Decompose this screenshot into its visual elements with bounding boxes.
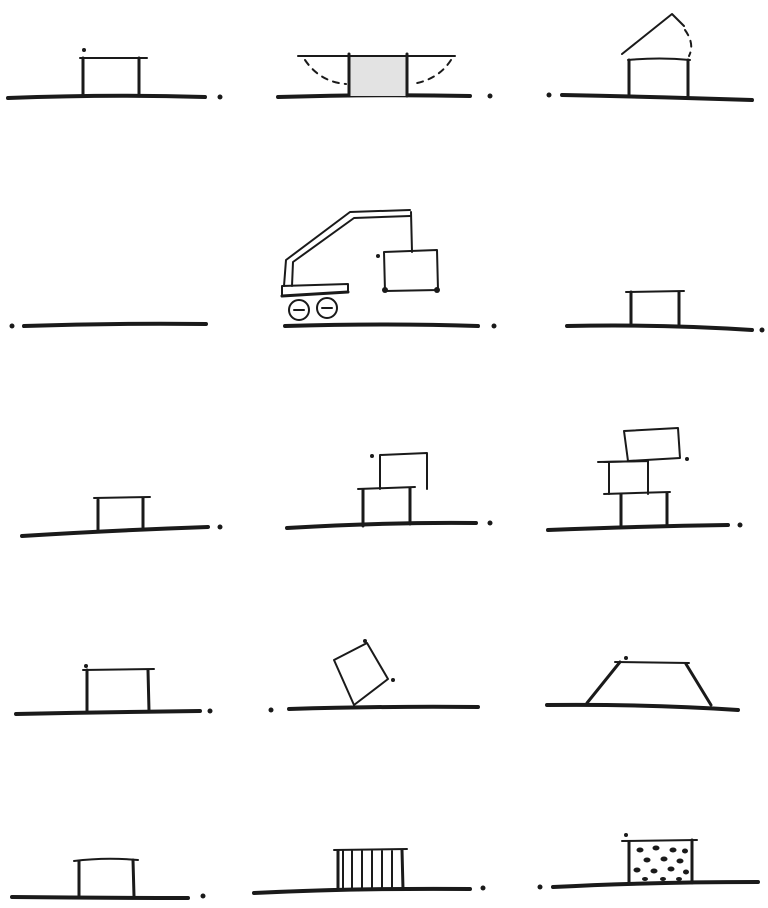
ground-end-dot — [208, 709, 213, 714]
ground-end-dot — [738, 523, 743, 528]
box-roof — [628, 59, 690, 61]
ground-line — [24, 324, 206, 326]
ground-end-dot — [760, 328, 765, 333]
ground-start-dot — [10, 324, 15, 329]
corner-dot — [624, 656, 628, 660]
sketch-box-lifted-roof — [547, 14, 753, 100]
corner-dot — [82, 48, 86, 52]
sketch-trapezoid — [547, 656, 738, 710]
sketch-filled-box-overhang — [278, 54, 493, 99]
ground-line — [553, 882, 758, 887]
crane-chassis — [282, 292, 348, 296]
ground-end-dot — [481, 886, 486, 891]
ground-end-dot — [488, 94, 493, 99]
box-roof — [83, 669, 154, 670]
upper-box — [380, 453, 427, 489]
ground-end-dot — [201, 894, 206, 899]
lifted-roof — [622, 14, 684, 54]
crane-boom — [284, 210, 410, 286]
ground-line — [285, 325, 478, 327]
sketch-crane-placing-box — [282, 210, 497, 329]
suspended-box — [384, 250, 438, 291]
corner-dot — [391, 678, 395, 682]
ground-line — [22, 527, 208, 536]
ground-line — [8, 96, 205, 98]
sketch-three-stacked-boxes — [548, 428, 743, 530]
sketch-single-box — [12, 859, 206, 899]
sketch-two-stacked-boxes — [287, 453, 493, 528]
box-corner-dot — [376, 254, 380, 258]
sketch-tilted-box — [269, 639, 479, 713]
box-roof — [334, 849, 407, 850]
lower-box-roof — [358, 487, 415, 489]
ground-end-dot — [218, 525, 223, 530]
box-corner-dot — [434, 287, 440, 293]
sketch-striped-box — [254, 849, 486, 893]
corner-dot — [363, 639, 367, 643]
ground-line — [289, 707, 478, 709]
crane-cable — [411, 212, 412, 252]
box-corner-dot — [382, 287, 388, 293]
sketch-placed-box — [567, 291, 765, 333]
ground-line — [562, 95, 752, 100]
box-fill — [349, 56, 407, 96]
ground-end-dot — [218, 95, 223, 100]
hinge-arc — [685, 30, 691, 56]
dotted-fill — [634, 846, 690, 882]
middle-box — [604, 461, 648, 494]
slope-right — [686, 664, 711, 705]
ground-start-dot — [538, 885, 543, 890]
trapezoid-top — [615, 662, 689, 663]
sketch-empty-ground — [10, 324, 207, 329]
ground-line — [12, 897, 188, 898]
ground-end-dot — [492, 324, 497, 329]
overhang-arc-right — [412, 60, 451, 84]
box-roof — [74, 859, 138, 861]
ground-line — [547, 705, 738, 710]
box-wall-right — [133, 860, 134, 896]
sketch-single-box — [16, 664, 213, 714]
box-roof — [626, 291, 684, 292]
top-box — [624, 428, 680, 461]
ground-line — [16, 711, 200, 714]
ground-start-dot — [269, 708, 274, 713]
wheel-hubs — [294, 308, 332, 310]
ground-line — [567, 326, 752, 331]
ground-line — [287, 523, 476, 528]
corner-dot — [84, 664, 88, 668]
corner-dot — [370, 454, 374, 458]
corner-dot — [624, 833, 628, 837]
ground-line — [548, 525, 728, 530]
tilted-box — [334, 643, 388, 705]
ground-start-dot — [547, 93, 552, 98]
box-roof — [622, 840, 697, 841]
sketch-dotted-box — [538, 833, 759, 890]
bottom-box-roof — [604, 492, 670, 494]
slope-left — [587, 662, 620, 703]
box-wall-right — [148, 670, 149, 711]
sketch-single-box — [22, 497, 223, 536]
overhang-arc-left — [305, 60, 346, 84]
corner-dot — [685, 457, 689, 461]
sketch-single-box — [8, 48, 223, 100]
stripe — [402, 850, 403, 889]
ground-end-dot — [488, 521, 493, 526]
box-roof — [94, 497, 150, 498]
